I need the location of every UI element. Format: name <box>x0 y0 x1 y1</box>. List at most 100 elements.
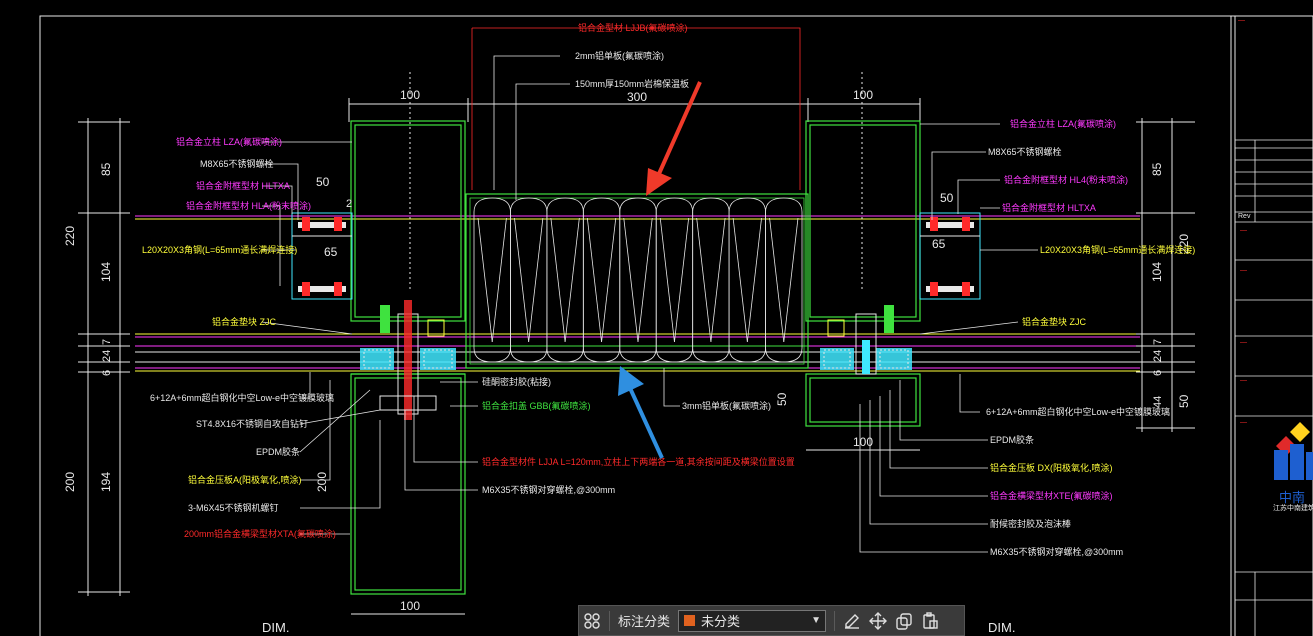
label-left-pad: 铝合金垫块 ZJC <box>212 316 276 327</box>
dim-left-194: 194 <box>99 472 113 492</box>
dim-label-right: DIM. <box>988 620 1015 635</box>
label-right-press: 铝合金压板 DX(阳极氧化,喷涂) <box>990 462 1113 473</box>
label-left-press: 铝合金压板A(阳极氧化,喷涂) <box>188 474 302 485</box>
insulation-hatch <box>732 217 748 343</box>
dim-bottom-right-100: 100 <box>853 435 873 449</box>
label-mid-seal: 硅酮密封胶(粘接) <box>482 376 551 387</box>
label-right-epdm: EPDM胶条 <box>990 434 1034 445</box>
dim-top-300: 300 <box>627 90 647 104</box>
insulation-hatch <box>586 217 602 343</box>
dim-left-50: 50 <box>316 175 330 189</box>
dim-right-50-inner: 50 <box>775 392 789 406</box>
category-dropdown[interactable]: 未分类 ▼ <box>678 609 827 632</box>
label-left-clip: 铝合金附框型材 HLA(粉末喷涂) <box>186 200 311 211</box>
svg-text:—: — <box>1240 419 1247 426</box>
label-top-profile: 铝合金型材 LJJB(氟碳喷涂) <box>578 22 688 33</box>
red-highlight-arrow <box>646 81 702 196</box>
dim-right-50-top: 50 <box>940 191 954 205</box>
insulation-hatch <box>637 217 653 343</box>
category-value: 未分类 <box>701 614 741 629</box>
label-right-angle: L20X20X3角钢(L=65mm通长满焊连接) <box>1040 244 1195 255</box>
label-right-column: 铝合金立柱 LZA(氟碳喷涂) <box>1010 118 1116 129</box>
label-insulation: 150mm厚150mm岩棉保温板 <box>575 78 689 89</box>
svg-text:—: — <box>1240 267 1247 274</box>
copy-icon[interactable] <box>891 608 917 634</box>
title-block <box>1235 139 1313 636</box>
adapter-frames <box>291 212 981 300</box>
svg-text:—: — <box>1240 377 1247 384</box>
dim-right-7: 7 <box>1152 339 1164 345</box>
toolbar-separator <box>609 610 610 631</box>
insulation-hatch <box>528 217 544 343</box>
insulation-hatch <box>659 217 675 343</box>
left-glass-joint <box>360 300 456 420</box>
label-left-column: 铝合金立柱 LZA(氟碳喷涂) <box>176 136 282 147</box>
move-icon[interactable] <box>865 608 891 634</box>
label-mid-profile: 铝合金型材件 LJJA L=120mm,立柱上下两端各一道,其余按间距及横梁位置… <box>482 456 795 467</box>
insulation-hatch <box>746 217 762 343</box>
label-left-bolt: M8X65不锈钢螺栓 <box>200 158 274 169</box>
dim-left-2: 2 <box>346 198 352 210</box>
svg-text:—: — <box>1240 339 1247 346</box>
annotation-toolbar: 标注分类 未分类 ▼ <box>578 605 965 636</box>
insulation-hatch <box>601 217 617 343</box>
category-label: 标注分类 <box>618 614 671 629</box>
grid-apps-icon[interactable] <box>579 608 605 634</box>
label-left-screw2: 3-M6X45不锈钢机螺钉 <box>188 502 279 513</box>
paste-icon[interactable] <box>917 608 943 634</box>
label-left-glass: 6+12A+6mm超白钢化中空Low-e中空镀膜玻璃 <box>150 392 334 403</box>
insulation-hatch <box>769 217 785 343</box>
label-right-clip: 铝合金附框型材 HL4(粉末喷涂) <box>1004 174 1128 185</box>
label-left-screw: ST4.8X16不锈钢自攻自钻钉 <box>196 418 308 429</box>
insulation-hatch <box>491 217 507 343</box>
right-fixings <box>926 217 974 296</box>
category-color-swatch <box>683 614 697 627</box>
label-left-epdm: EPDM胶条 <box>256 446 300 457</box>
label-plate-2mm: 2mm铝单板(氟碳喷涂) <box>575 50 664 61</box>
dim-left-7: 7 <box>101 339 113 345</box>
dim-left-6: 6 <box>101 370 113 376</box>
dim-bottom-left-100: 100 <box>400 599 420 613</box>
dim-left-104: 104 <box>99 262 113 282</box>
insulation-hatch <box>550 217 566 343</box>
dim-top-right-100: 100 <box>853 88 873 102</box>
right-column-profile <box>805 120 921 427</box>
label-left-beam: 200mm铝合金横梁型材XTA(氟碳喷涂) <box>184 528 336 539</box>
drawing-border <box>39 15 1313 636</box>
label-right-bolt2: M6X35不锈钢对穿螺栓,@300mm <box>990 546 1123 557</box>
dim-right-104: 104 <box>1150 262 1164 282</box>
dim-right-44: 44 <box>1152 396 1164 408</box>
insulation-hatch <box>514 217 530 343</box>
leader-lines <box>261 27 1038 553</box>
label-left-adapter: 铝合金附框型材 HLTXA <box>196 180 290 191</box>
dim-left-65: 65 <box>324 245 338 259</box>
insulation-hatch <box>564 217 580 343</box>
dim-left-85: 85 <box>99 162 113 176</box>
insulation-panel <box>465 193 809 369</box>
dim-left-220: 220 <box>63 226 77 246</box>
company-logo: 中南 <box>1274 422 1313 505</box>
dim-left-24: 24 <box>101 350 113 362</box>
label-right-beam: 铝合金横梁型材XTE(氟碳喷涂) <box>990 490 1113 501</box>
insulation-hatch <box>674 217 690 343</box>
label-plate-3mm: 3mm铝单板(氟碳喷涂) <box>682 400 771 411</box>
insulation-waves <box>473 197 803 363</box>
bottom-dims <box>351 449 920 615</box>
blue-highlight-arrow <box>618 366 664 459</box>
label-right-seal: 耐候密封胶及泡沫棒 <box>990 518 1071 529</box>
edit-icon[interactable] <box>839 608 865 634</box>
toolbar-separator <box>834 610 836 631</box>
dim-right-220: 220 <box>1177 234 1191 254</box>
dim-label-left: DIM. <box>262 620 289 635</box>
dim-right-65: 65 <box>932 237 946 251</box>
insulation-hatch <box>477 217 493 343</box>
label-right-bolt: M8X65不锈钢螺栓 <box>988 146 1062 157</box>
right-glass-joint <box>820 305 912 375</box>
dim-top-left-100: 100 <box>400 88 420 102</box>
dim-right-85: 85 <box>1150 162 1164 176</box>
insulation-hatch <box>710 217 726 343</box>
right-dimension-column <box>1136 118 1195 432</box>
dim-right-24: 24 <box>1152 350 1164 362</box>
left-fixings <box>298 217 346 296</box>
